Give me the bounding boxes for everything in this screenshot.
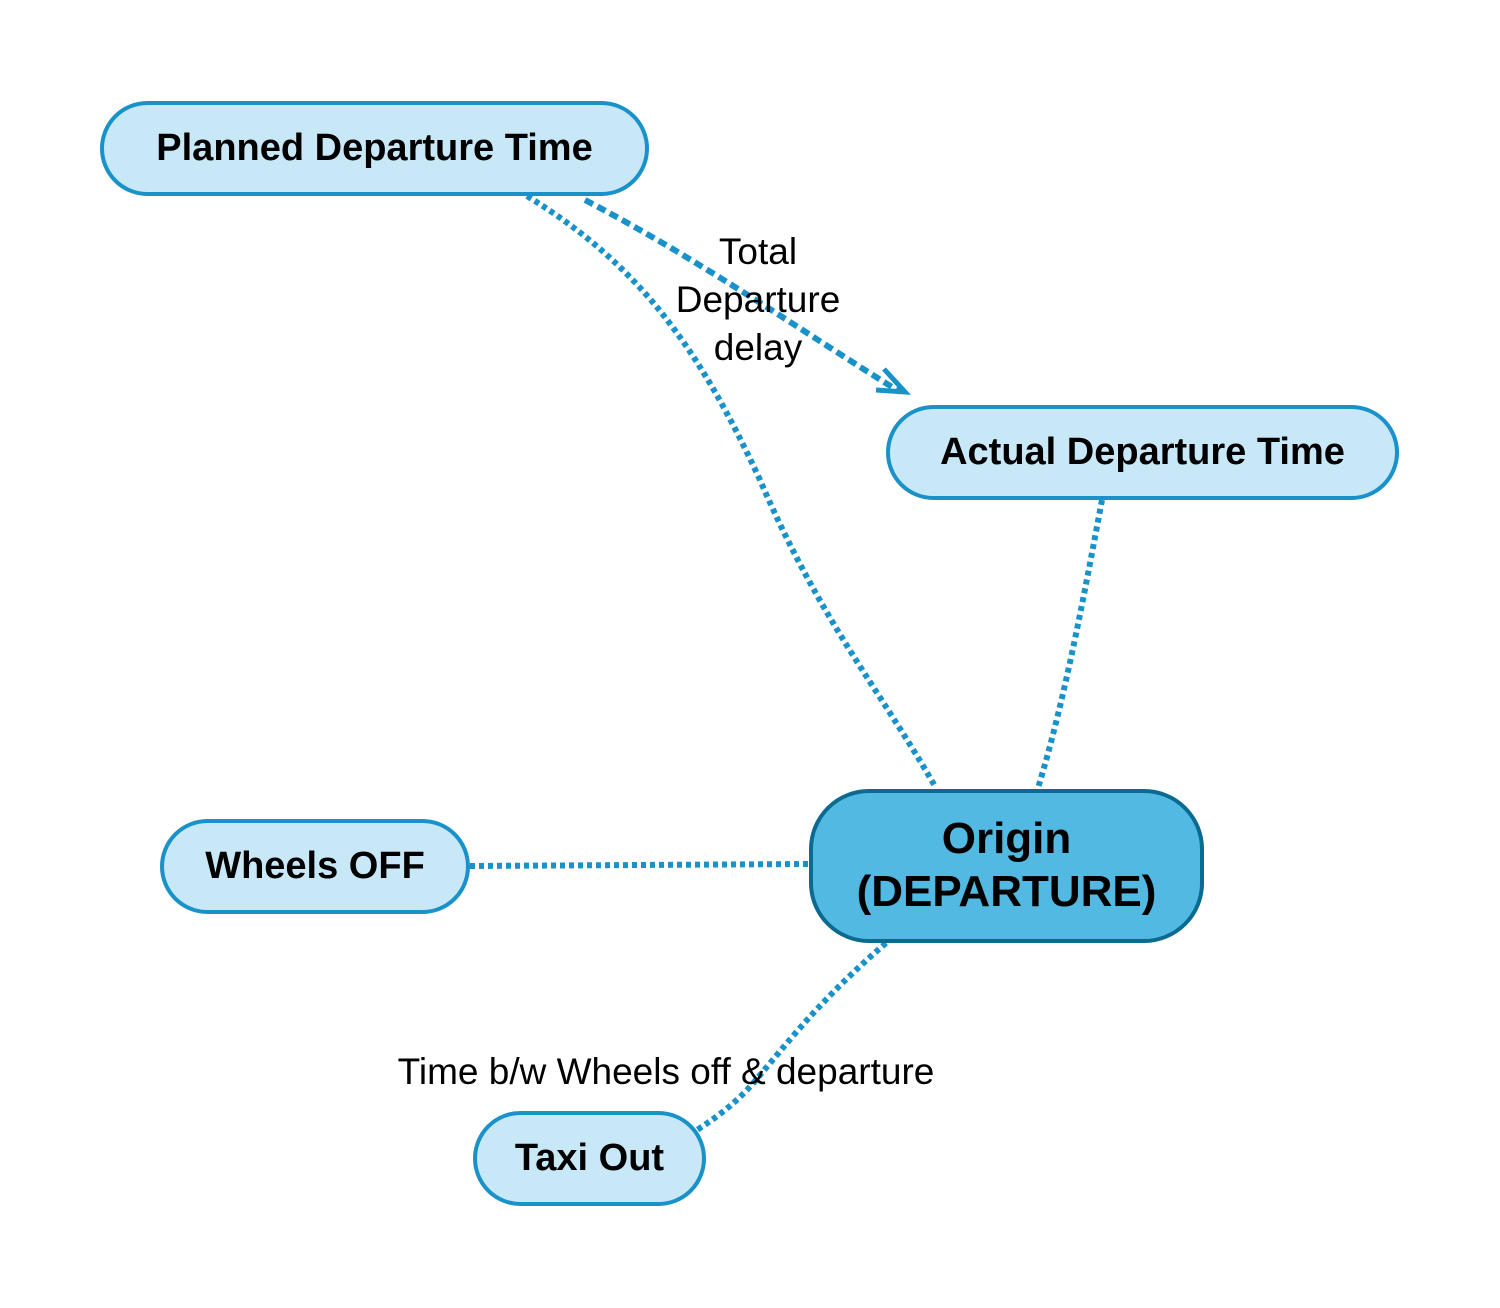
edge-label-total-departure-delay: Total Departure delay bbox=[660, 228, 856, 372]
edge-label-line: Total bbox=[718, 231, 798, 272]
edge-planned-actual bbox=[583, 197, 902, 395]
arrowhead bbox=[875, 367, 912, 395]
node-wheels-off[interactable]: Wheels OFF bbox=[160, 819, 470, 914]
node-planned-departure-time[interactable]: Planned Departure Time bbox=[100, 101, 649, 196]
edge-label-wheels-off-departure: Time b/w Wheels off & departure bbox=[397, 1051, 935, 1092]
edge-label-line: Departure bbox=[675, 279, 841, 320]
edge-label-line: delay bbox=[713, 327, 803, 368]
edge-wheels-origin bbox=[469, 861, 809, 869]
node-origin-departure[interactable]: Origin (DEPARTURE) bbox=[809, 789, 1204, 943]
node-taxi-out[interactable]: Taxi Out bbox=[473, 1111, 706, 1206]
edge-planned-origin bbox=[525, 193, 939, 790]
origin-label-line1: Origin bbox=[941, 814, 1072, 864]
edge-actual-origin bbox=[1035, 499, 1105, 789]
edge-origin-taxi bbox=[695, 940, 888, 1133]
node-actual-departure-time[interactable]: Actual Departure Time bbox=[886, 405, 1399, 500]
origin-label-line2: (DEPARTURE) bbox=[856, 867, 1157, 916]
